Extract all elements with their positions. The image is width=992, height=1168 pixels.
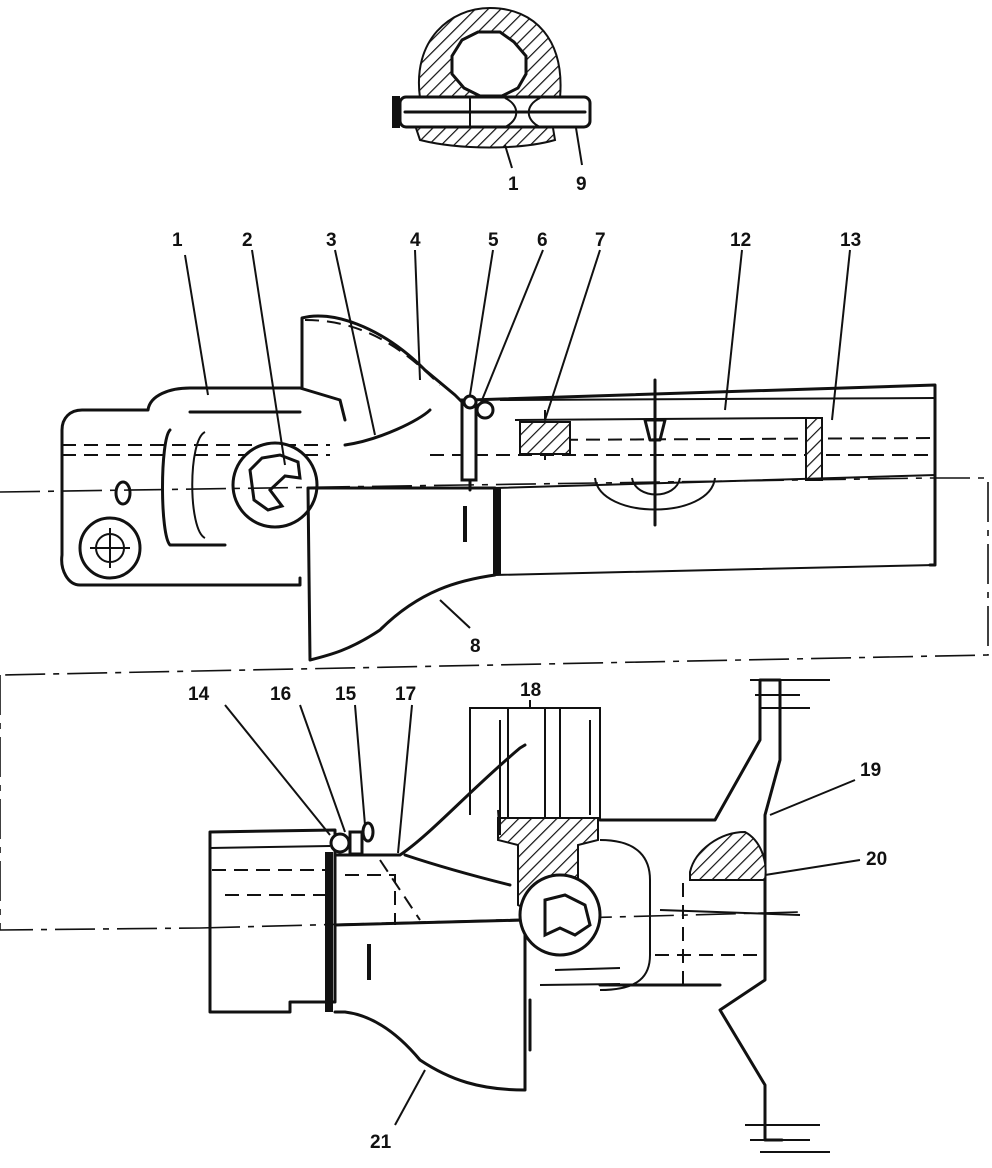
slip-yoke <box>300 314 472 492</box>
callout-12: 12 <box>730 230 751 251</box>
seal-16 <box>348 830 364 856</box>
spline-sleeve-13 <box>805 417 823 481</box>
callout-1: 1 <box>172 230 183 251</box>
callout-6: 6 <box>537 230 548 251</box>
dust-cap-7 <box>519 421 571 455</box>
callout-16: 16 <box>270 684 291 705</box>
callout-20: 20 <box>866 849 887 870</box>
front-centerline <box>0 477 931 493</box>
rear-shaft-tube <box>208 828 337 1014</box>
ring-15 <box>361 821 375 843</box>
rear-centerline <box>199 911 801 929</box>
callout-14: 14 <box>188 684 210 705</box>
leader-9 <box>575 127 583 166</box>
shaft-tube-8 <box>306 486 497 662</box>
grease-fitting <box>114 480 132 506</box>
callout-9: 9 <box>576 174 587 195</box>
seal-4 <box>460 398 478 482</box>
seal-14 <box>329 832 351 854</box>
splined-bore <box>450 30 528 98</box>
weld-bead-8 <box>493 488 501 575</box>
bolt-head <box>392 96 400 128</box>
callout-2: 2 <box>242 230 253 251</box>
rear-assembly-view: 14 16 15 17 18 19 20 21 <box>0 675 887 1153</box>
washer-6 <box>475 400 495 420</box>
callout-18: 18 <box>520 680 541 701</box>
callout-5: 5 <box>488 230 499 251</box>
callout-21: 21 <box>370 1132 392 1153</box>
seal-ring-5 <box>462 394 478 410</box>
shaft-grease-fitting <box>643 378 667 527</box>
yoke-section-detail: 1 9 <box>392 6 592 195</box>
callout-7: 7 <box>595 230 606 251</box>
leader-1-detail <box>504 144 513 169</box>
callout-19: 19 <box>860 760 881 781</box>
slip-spline-shaft <box>468 383 937 567</box>
callout-13: 13 <box>840 230 861 251</box>
callout-15: 15 <box>335 684 357 705</box>
callout-4: 4 <box>410 230 421 251</box>
front-assembly-view: 1 2 3 4 5 6 7 12 13 8 <box>0 230 989 676</box>
flange-20 <box>689 830 767 881</box>
connector-dash-right <box>0 477 989 676</box>
end-yoke <box>60 386 347 587</box>
shaft-tube-21 <box>333 918 527 1092</box>
callout-8: 8 <box>470 636 481 657</box>
callout-17: 17 <box>395 684 416 705</box>
callout-3: 3 <box>326 230 337 251</box>
slip-yoke-17 <box>333 743 527 887</box>
weld-bead-rear <box>325 852 333 1012</box>
bearing-18-bracket <box>469 700 601 820</box>
callout-1-detail: 1 <box>508 174 519 195</box>
